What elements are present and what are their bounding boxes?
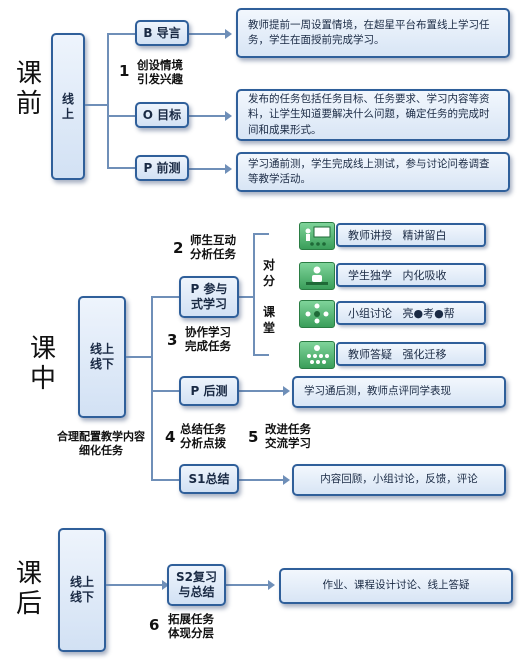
method-qa: 教师答疑 强化迁移 [336, 342, 486, 366]
step-number: 6 [149, 616, 160, 634]
connector [151, 390, 179, 392]
stage-label-pre: 课 前 [15, 59, 42, 119]
pre-online-box: 线 上 [51, 33, 85, 180]
annotation-6: 拓展任务 体现分层 [168, 612, 214, 641]
step-b-intro: B 导言 [135, 20, 189, 46]
connector [106, 584, 164, 586]
desc-s2-review: 作业、课程设计讨论、线上答疑 [279, 568, 513, 604]
desc-s1-summary: 内容回顾，小组讨论，反馈，评论 [292, 464, 506, 496]
step-s2-review: S2复习 与总结 [167, 564, 226, 606]
step-o-objective: O 目标 [135, 102, 189, 128]
connector [107, 33, 109, 168]
annotation-3: 协作学习 完成任务 [185, 325, 231, 354]
step-p-participatory: P 参与 式学习 [179, 276, 239, 318]
desc-p-pretest: 学习通前测，学生完成线上测试，参与讨论问卷调查等教学活动。 [236, 152, 510, 192]
arrow-icon [268, 580, 275, 590]
lecture-icon [299, 222, 335, 250]
connector [239, 390, 283, 392]
post-online-offline-box: 线上 线下 [58, 528, 106, 652]
step-number: 3 [167, 331, 178, 349]
connector [239, 296, 253, 298]
step-number: 5 [248, 428, 259, 446]
group-discussion-icon [299, 300, 335, 328]
arrow-icon [225, 29, 232, 39]
flipped-classroom-label: 对 分 课 堂 [262, 258, 275, 335]
connector [239, 479, 283, 481]
step-p-posttest: P 后测 [179, 376, 239, 406]
method-lecture: 教师讲授 精讲留白 [336, 223, 486, 247]
desc-p-posttest: 学习通后测，教师点评同学表现 [292, 376, 506, 408]
connector [189, 168, 225, 170]
step-number: 4 [165, 428, 176, 446]
step-number: 2 [173, 239, 184, 257]
step-number: 1 [119, 62, 130, 80]
stage-label-post: 课 后 [15, 559, 42, 619]
desc-b-intro: 教师提前一周设置情境，在超星平台布置线上学习任务，学生在面授前完成学习。 [236, 8, 510, 58]
connector [189, 33, 225, 35]
method-group-discussion: 小组讨论 亮●考●帮 [336, 301, 486, 325]
arrow-icon [283, 386, 290, 396]
qa-icon [299, 341, 335, 369]
step-p-pretest: P 前测 [135, 155, 189, 181]
connector [107, 167, 135, 169]
mid-left-caption: 合理配置教学内容 细化任务 [57, 430, 145, 457]
annotation-4: 总结任务 分析点拨 [180, 422, 226, 451]
arrow-icon [283, 475, 290, 485]
mid-online-offline-box: 线上 线下 [78, 296, 126, 418]
connector [151, 296, 179, 298]
connector [126, 356, 152, 358]
connector [151, 479, 179, 481]
annotation-5: 改进任务 交流学习 [265, 422, 311, 451]
connector [107, 115, 135, 117]
annotation-2: 师生互动 分析任务 [190, 233, 236, 262]
method-self-study: 学生独学 内化吸收 [336, 263, 486, 287]
connector [189, 115, 225, 117]
arrow-icon [225, 164, 232, 174]
arrow-icon [225, 111, 232, 121]
desc-o-objective: 发布的任务包括任务目标、任务要求、学习内容等资料，让学生知道要解决什么问题，确定… [236, 89, 510, 141]
connector [107, 33, 135, 35]
connector [253, 354, 269, 356]
connector [253, 233, 269, 235]
student-study-icon [299, 262, 335, 290]
annotation-1: 创设情境 引发兴趣 [137, 58, 183, 87]
connector [253, 233, 255, 355]
step-s1-summary: S1总结 [179, 464, 239, 494]
stage-label-mid: 课 中 [29, 334, 56, 394]
connector [226, 584, 268, 586]
arrow-icon [162, 580, 169, 590]
connector [85, 104, 107, 106]
connector [151, 296, 153, 480]
